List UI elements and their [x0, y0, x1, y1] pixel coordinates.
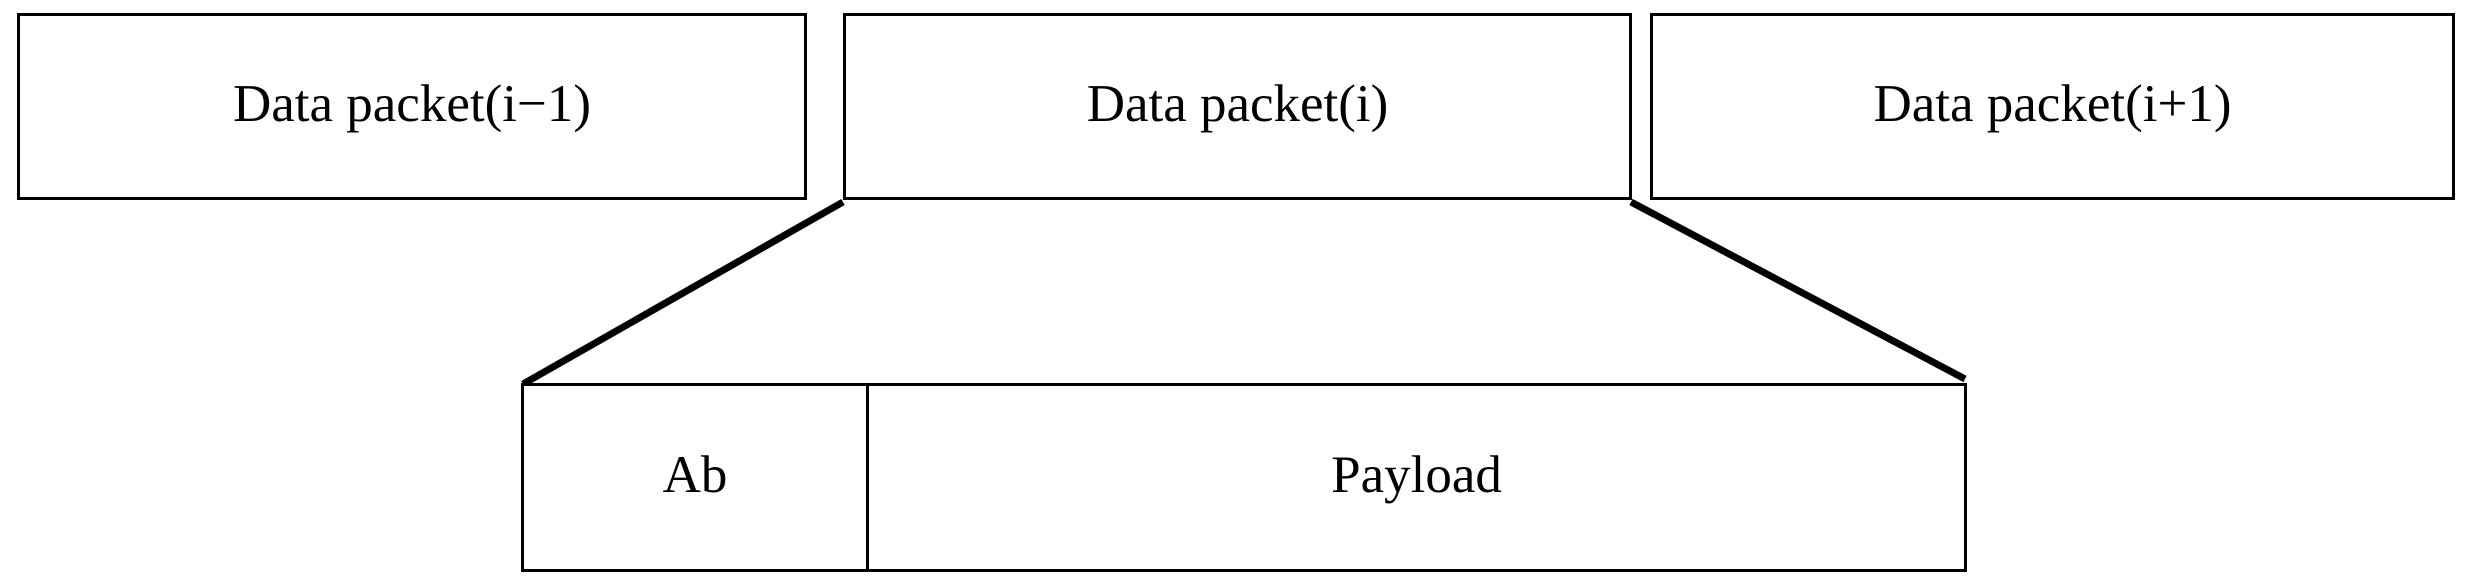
field-cell-ab-label: Ab: [662, 446, 728, 504]
packet-box-next: Data packet(i+1): [1650, 13, 2455, 200]
packet-box-previous-label: Data packet(i−1): [232, 75, 591, 133]
packet-box-current: Data packet(i): [843, 13, 1632, 200]
field-cell-payload: Payload: [869, 386, 1964, 569]
packet-box-next-label: Data packet(i+1): [1873, 75, 2232, 133]
packet-box-previous: Data packet(i−1): [17, 13, 807, 200]
packet-box-current-label: Data packet(i): [1086, 75, 1389, 133]
field-cell-ab: Ab: [524, 386, 869, 569]
packet-detail-row: Ab Payload: [521, 383, 1967, 572]
field-cell-payload-label: Payload: [1331, 446, 1502, 504]
leader-line-right: [1629, 198, 1967, 383]
leader-line-left: [521, 198, 845, 388]
